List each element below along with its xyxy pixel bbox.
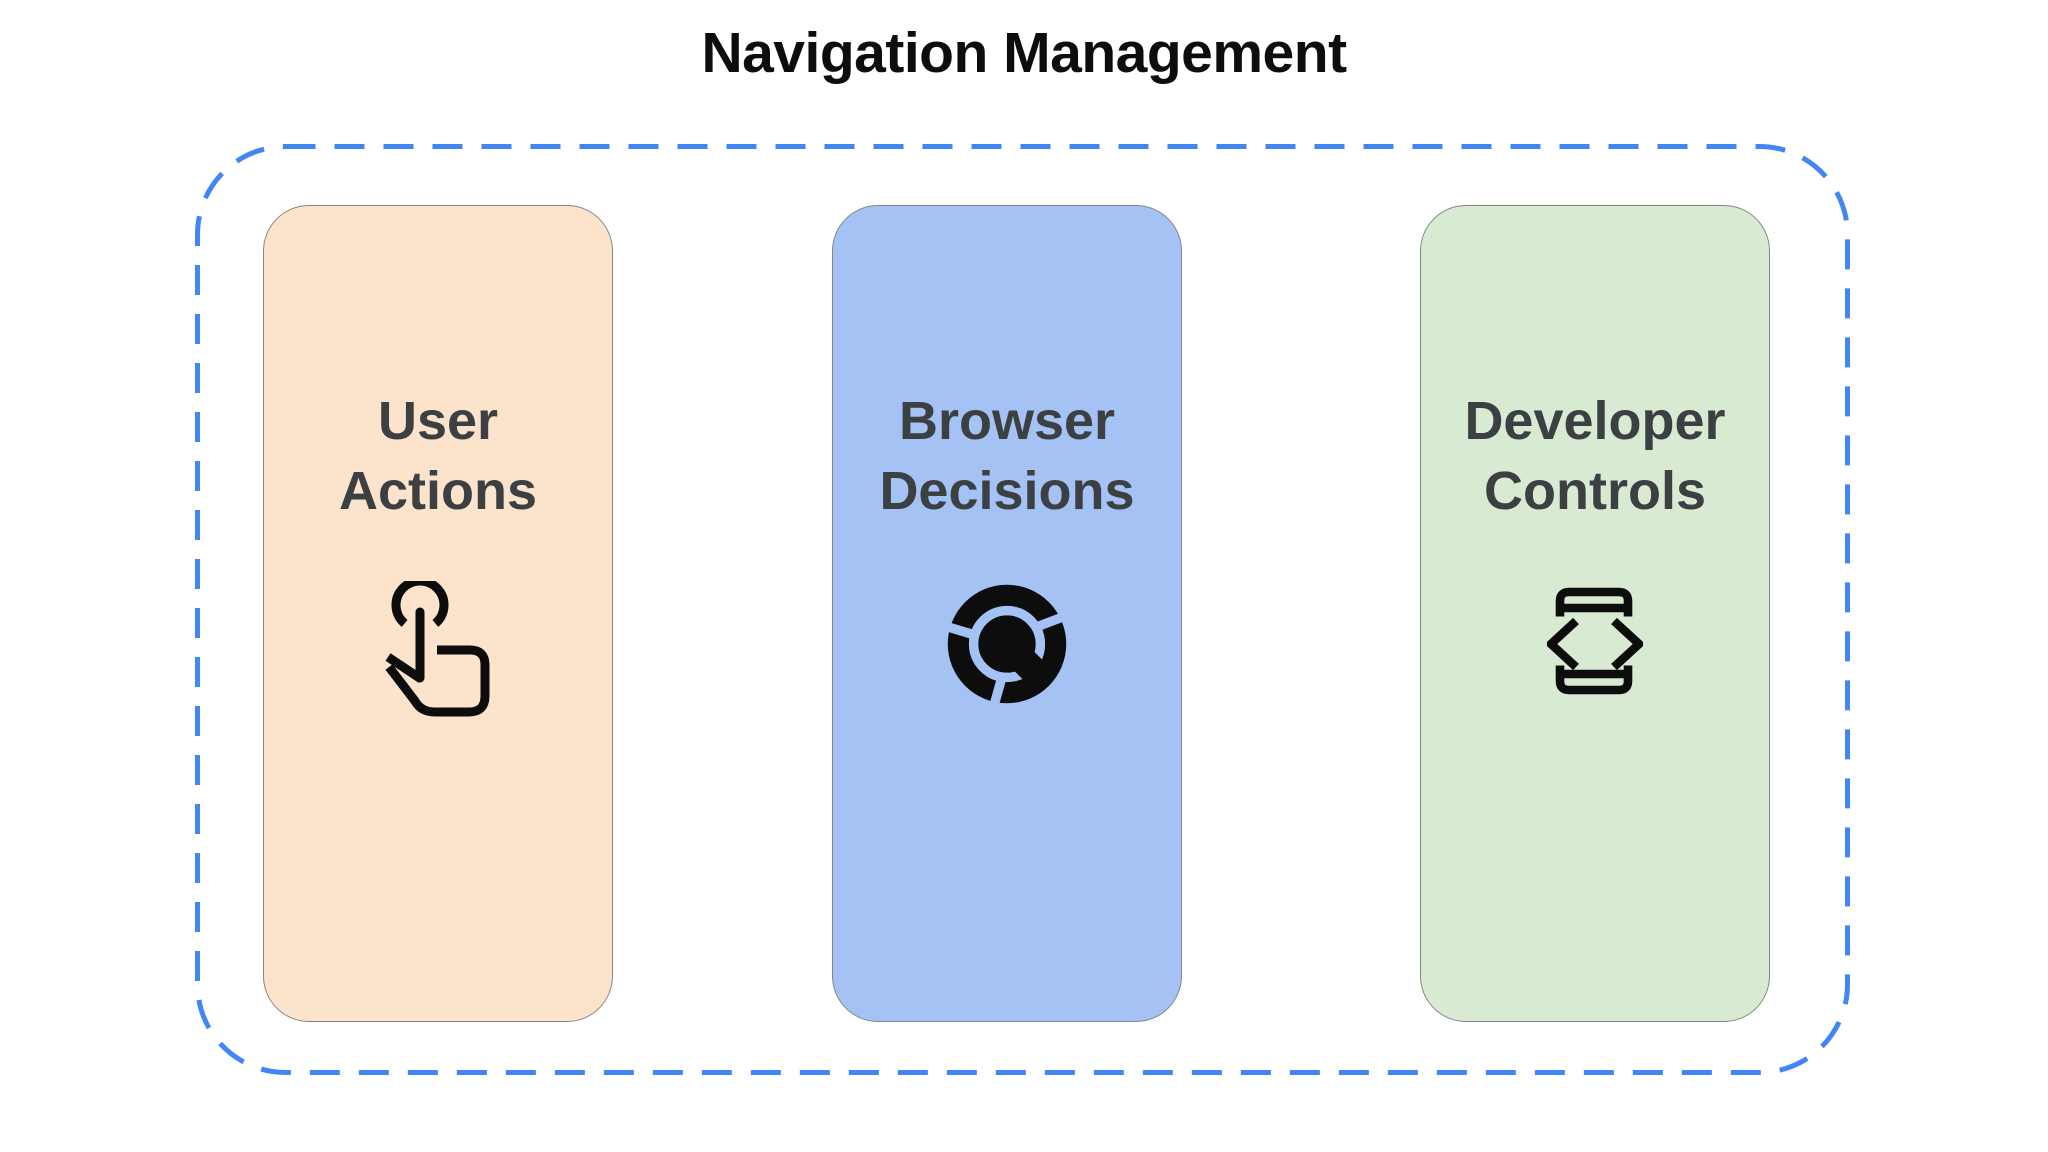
page-title: Navigation Management	[701, 21, 1347, 85]
tap-arc	[391, 581, 449, 628]
devmode-chevron-right	[1611, 618, 1643, 671]
devmode-phone-top	[1555, 588, 1633, 617]
chrome-slash-bottom	[988, 672, 1008, 708]
chrome-slash-right	[1033, 609, 1070, 633]
card-label: Developer Controls	[1464, 391, 1726, 522]
chrome-browser-icon	[944, 585, 1070, 708]
card-label: User Actions	[338, 391, 538, 522]
chrome-slash-left	[944, 621, 977, 641]
chrome-hub-gap	[968, 606, 1046, 683]
card-label: Browser Decisions	[879, 391, 1135, 522]
card-user-actions: User Actions	[263, 205, 613, 1022]
card-developer-controls: Developer Controls	[1420, 205, 1770, 1022]
tap-arrow-barb	[385, 653, 424, 684]
dashed-boundary	[195, 144, 1850, 1075]
dashed-boundary-rect	[195, 144, 1850, 1075]
devmode-phone-bottom	[1555, 665, 1633, 695]
chrome-disc	[947, 585, 1067, 704]
card-browser-decisions: Browser Decisions	[832, 205, 1182, 1022]
developer-mode-icon	[1547, 588, 1643, 695]
tap-hand-outline	[385, 645, 490, 717]
devmode-chevron-left	[1547, 618, 1579, 671]
tap-gesture-icon	[385, 581, 490, 717]
chrome-tail	[1002, 639, 1050, 687]
